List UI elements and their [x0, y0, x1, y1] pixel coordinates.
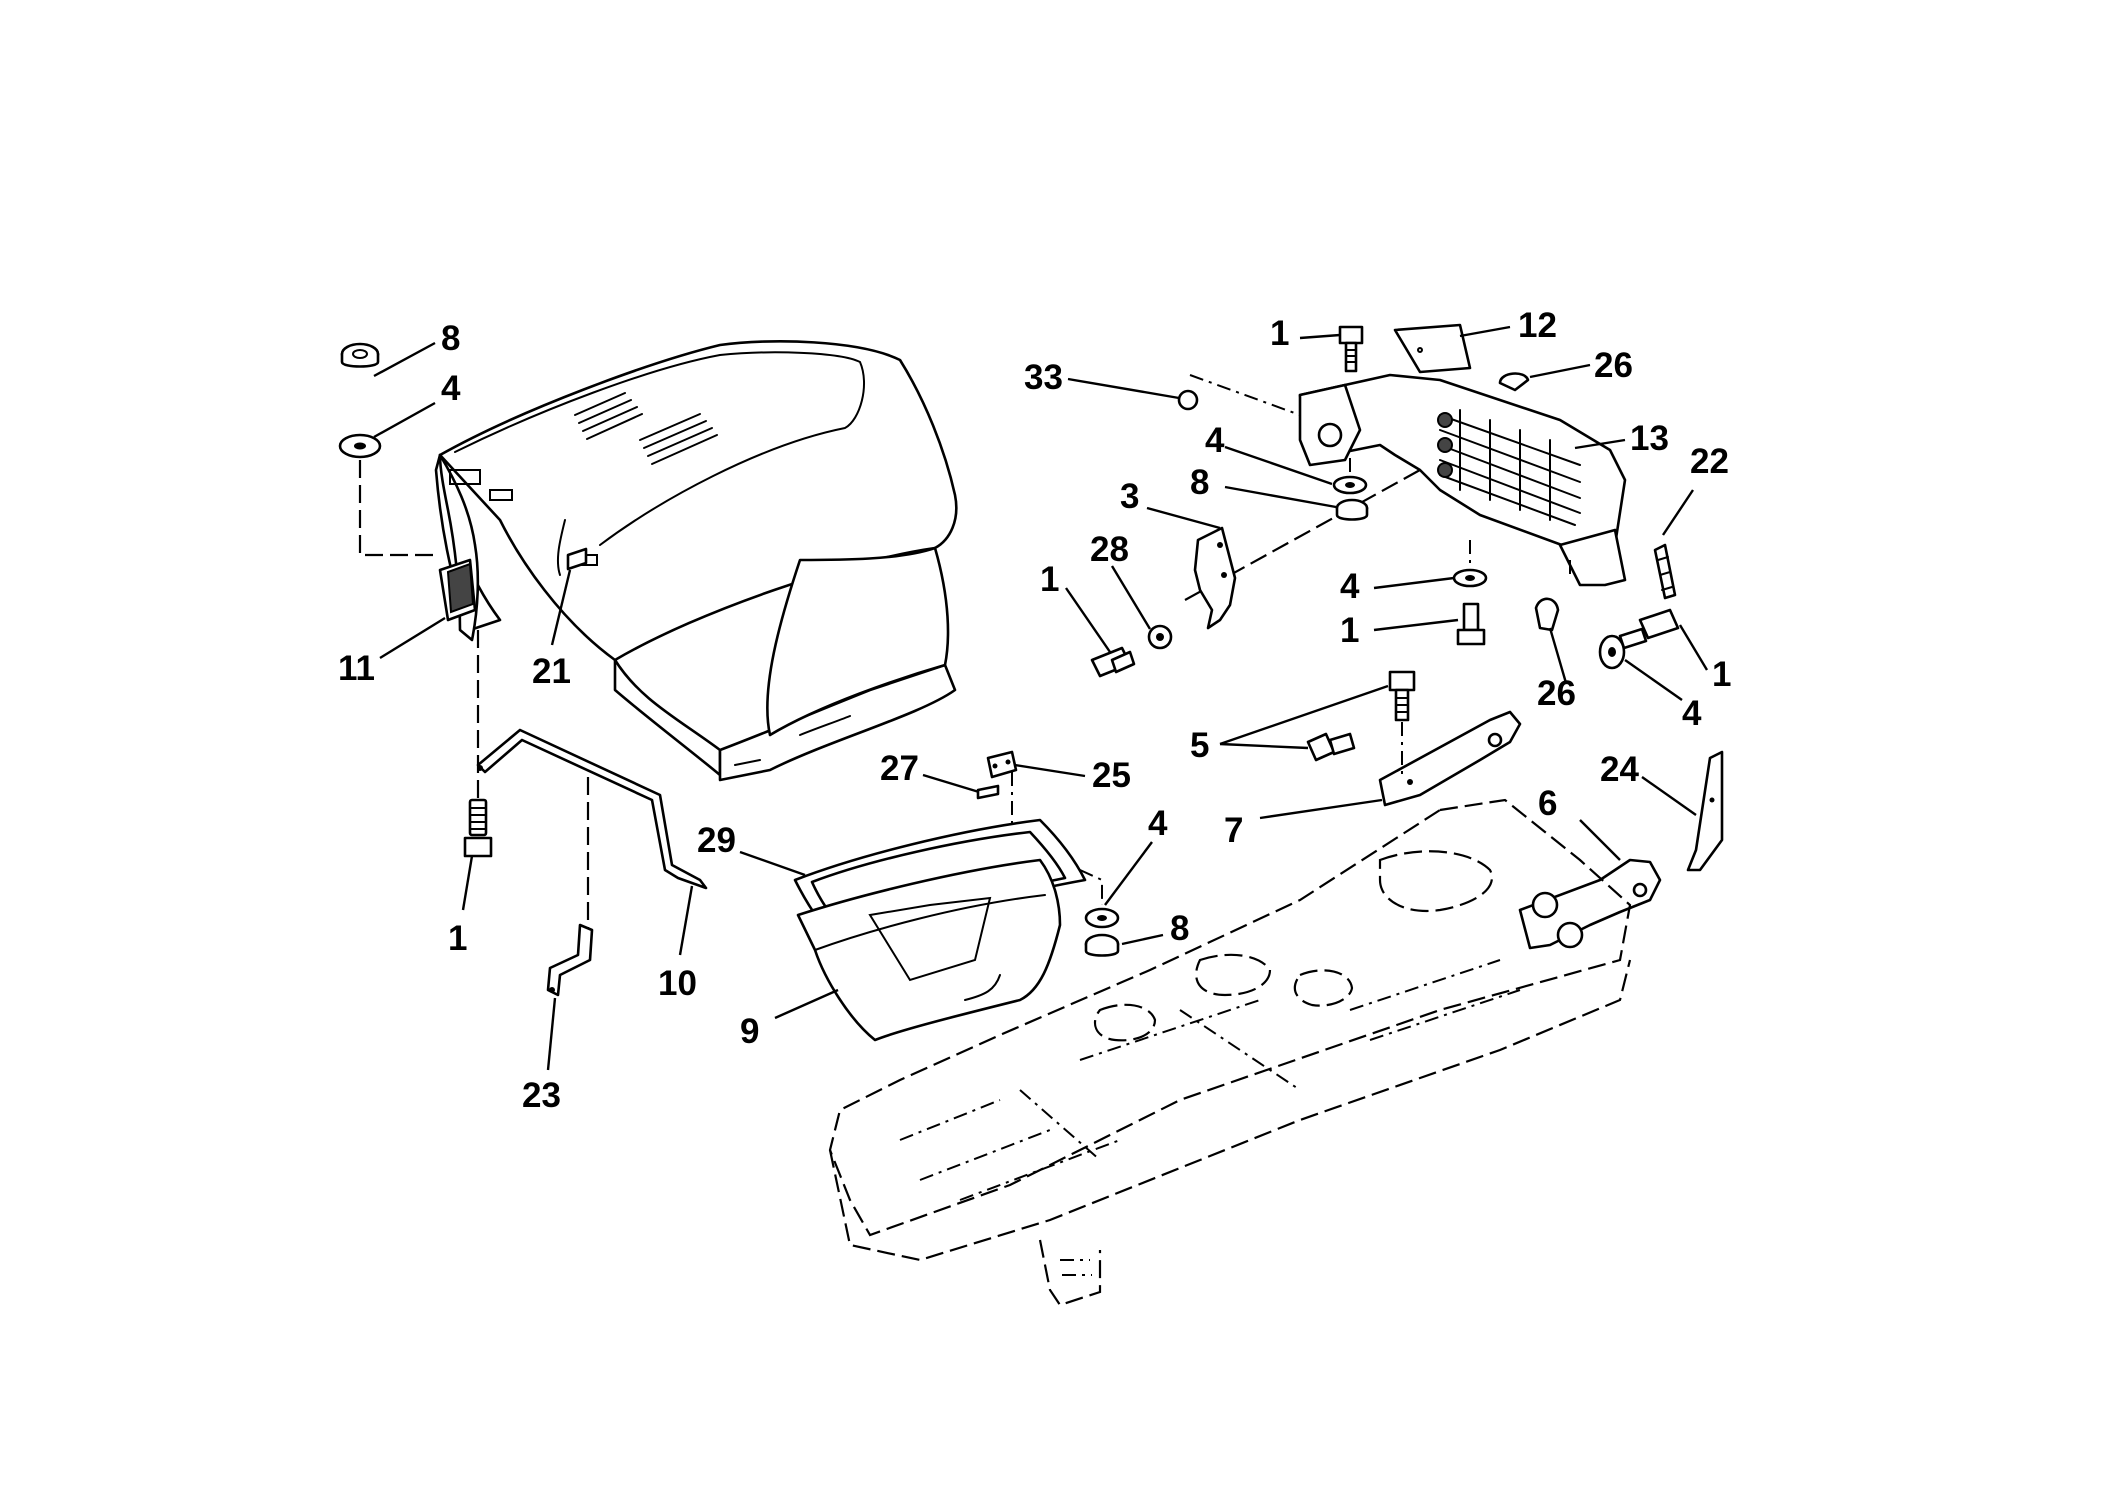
plate-22 — [1653, 543, 1677, 600]
callout-1: 1 — [1270, 314, 1289, 353]
bolt-1-right-middle — [1456, 602, 1486, 646]
bolt-1-left — [463, 798, 493, 858]
callout-3: 3 — [1120, 477, 1139, 516]
callout-labels: 8 4 11 21 1 10 23 27 25 29 9 4 8 33 1 12… — [338, 306, 1731, 1115]
callout-21: 21 — [532, 652, 571, 691]
bracket-3 — [1193, 526, 1237, 630]
washer-4-right — [1598, 634, 1626, 670]
callout-4: 4 — [1340, 567, 1360, 606]
battery-box-9 — [796, 858, 1062, 1042]
nut-8-left — [340, 342, 380, 368]
callout-1: 1 — [448, 919, 467, 958]
clip-21 — [566, 547, 588, 571]
callout-11: 11 — [338, 649, 375, 688]
callout-1: 1 — [1340, 611, 1359, 650]
callout-29: 29 — [697, 821, 736, 860]
hood-bumper-11 — [438, 558, 477, 622]
knob-33 — [1177, 389, 1199, 411]
callout-22: 22 — [1690, 442, 1729, 481]
washer-4-left — [338, 433, 382, 459]
callout-4: 4 — [441, 369, 461, 408]
plate-25 — [986, 750, 1018, 779]
bracket-23 — [546, 923, 594, 997]
washer-4-center — [1084, 907, 1120, 929]
bolt-5-upper — [1388, 670, 1416, 722]
callout-10: 10 — [658, 964, 697, 1003]
bolt-1-right — [1618, 608, 1680, 650]
clip-27 — [976, 784, 1000, 800]
callout-24: 24 — [1600, 750, 1639, 789]
callout-1: 1 — [1712, 655, 1731, 694]
callout-6: 6 — [1538, 784, 1557, 823]
callout-8: 8 — [441, 319, 460, 358]
callout-4: 4 — [1148, 804, 1168, 843]
callout-33: 33 — [1024, 358, 1063, 397]
bracket-7 — [1378, 710, 1522, 807]
callout-28: 28 — [1090, 530, 1129, 569]
star-washer-28 — [1147, 624, 1173, 650]
hood-part — [434, 340, 958, 782]
callout-27: 27 — [880, 749, 919, 788]
nut-8-center — [1084, 933, 1120, 957]
bolt-1-center-left — [1090, 646, 1136, 678]
callout-8: 8 — [1190, 463, 1209, 502]
plate-12 — [1393, 323, 1472, 374]
leader-lines — [373, 325, 1709, 1071]
nut-8-right — [1335, 498, 1369, 521]
hood-mount-dashed-path — [358, 460, 440, 557]
hood-bracket-10 — [476, 728, 708, 890]
callout-25: 25 — [1092, 756, 1131, 795]
callout-5: 5 — [1190, 726, 1209, 765]
callout-7: 7 — [1224, 811, 1243, 850]
bracket-6 — [1518, 858, 1662, 950]
callout-9: 9 — [740, 1012, 759, 1051]
clip-26-top — [1498, 372, 1530, 392]
callout-12: 12 — [1518, 306, 1557, 345]
bracket-24 — [1686, 750, 1724, 872]
grille-dashed-path-2 — [1184, 469, 1421, 601]
washer-4-right-upper — [1332, 475, 1368, 495]
tractor-frame-outline — [828, 798, 1632, 1307]
washer-4-right-middle — [1452, 568, 1488, 588]
callout-4: 4 — [1205, 421, 1225, 460]
bolt-1-top — [1338, 325, 1364, 373]
bolt-5-lower — [1306, 732, 1356, 762]
callout-26: 26 — [1594, 346, 1633, 385]
callout-13: 13 — [1630, 419, 1669, 458]
callout-1: 1 — [1040, 560, 1059, 599]
box-dashed-path — [1079, 869, 1103, 905]
grille-13 — [1298, 373, 1627, 587]
callout-23: 23 — [522, 1076, 561, 1115]
clip-26-lower — [1534, 597, 1560, 632]
grille-dashed-path-1 — [1189, 374, 1301, 416]
callout-4: 4 — [1682, 694, 1702, 733]
callout-26: 26 — [1537, 674, 1576, 713]
callout-8: 8 — [1170, 909, 1189, 948]
